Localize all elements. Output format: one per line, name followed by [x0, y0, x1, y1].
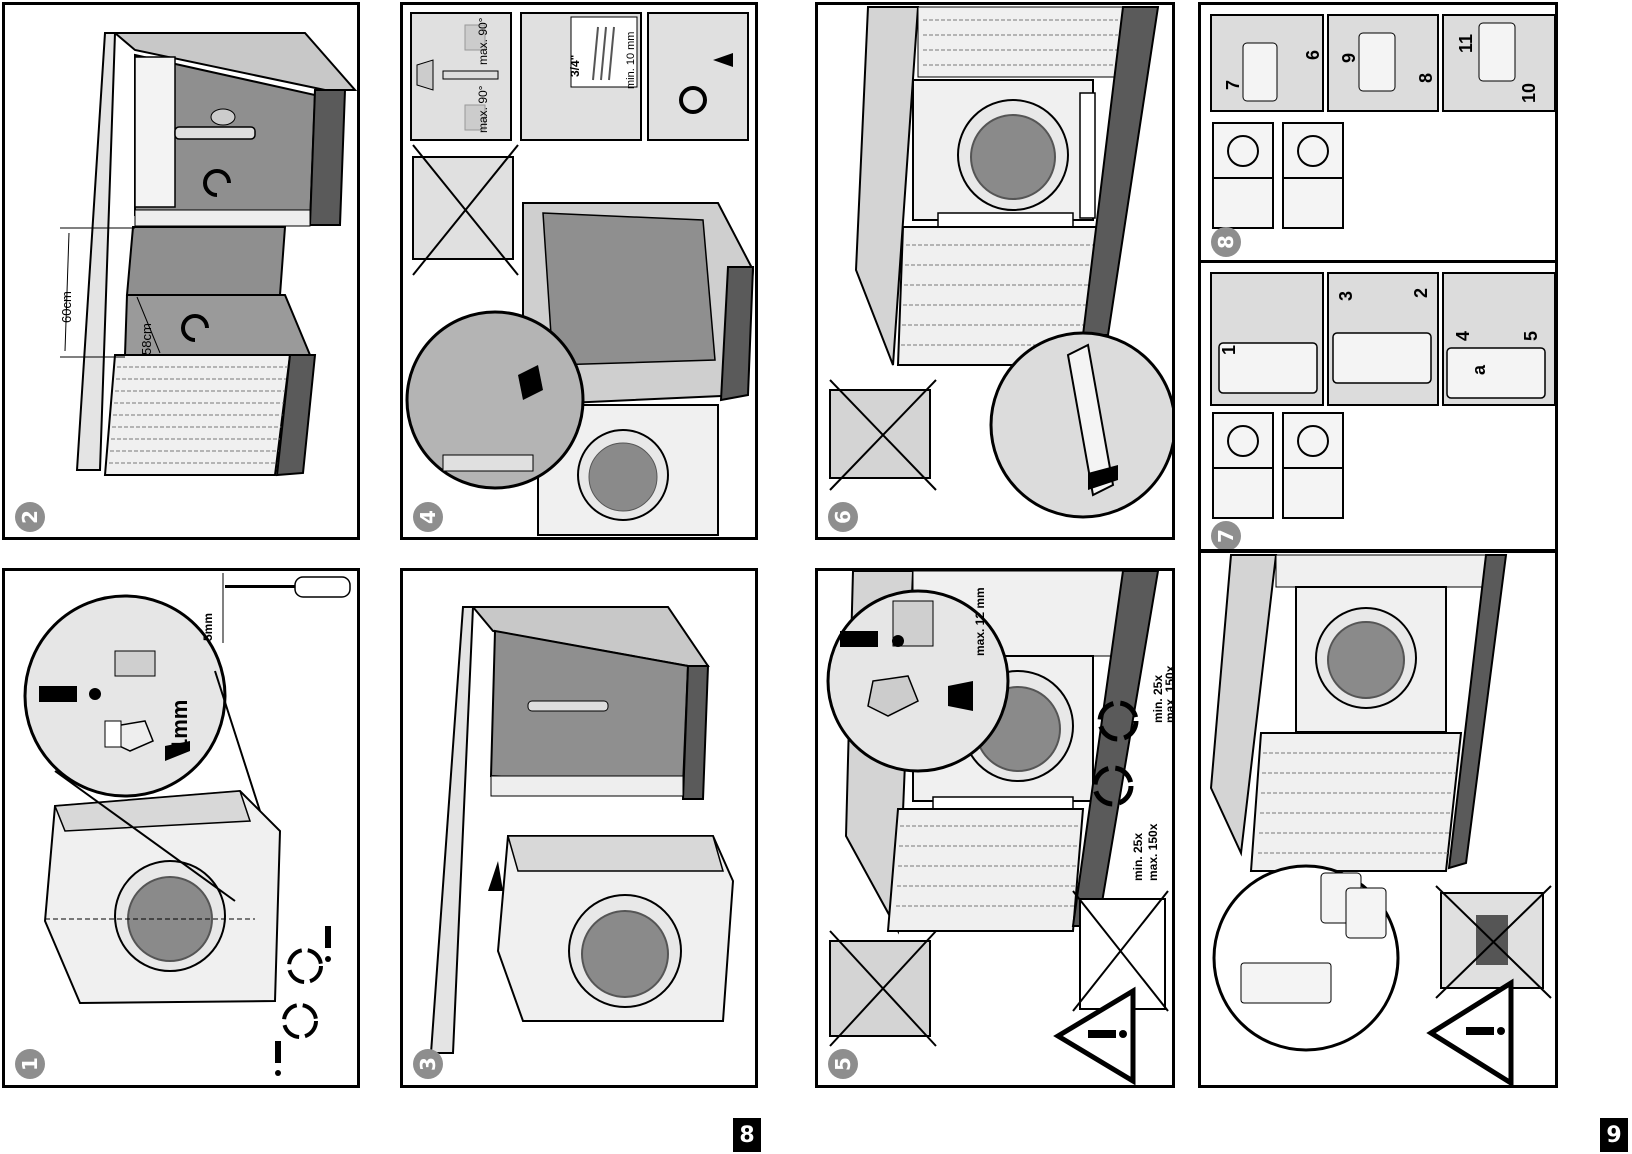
tap-angle-top-label: max. 90°: [476, 18, 490, 65]
door-fitting-illustration: [1201, 553, 1555, 1085]
sublabel-9: 9: [1339, 53, 1360, 63]
dim-60cm-label: 60cm: [59, 291, 74, 323]
dim-58cm-label: 58cm: [139, 323, 154, 355]
push-machine-into-niche-illustration: [403, 571, 755, 1085]
step-badge: 6: [828, 502, 858, 532]
hose-connection-illustration: [403, 5, 755, 537]
step-7-panel: 1 3 2 4 5 a 7: [1198, 260, 1558, 552]
hinge-removal-illustration: [1201, 5, 1555, 261]
step-3-panel: 3: [400, 568, 758, 1088]
step-2-panel: 60cm 58cm 2: [2, 2, 360, 540]
turns-lower-min-label: min. 25x: [1131, 833, 1145, 881]
turns-upper-max-label: max. 150x: [1163, 666, 1175, 723]
step-badge: 2: [15, 502, 45, 532]
thread-size-label: 3/4": [568, 55, 582, 77]
cabinet-niche-illustration: [5, 5, 357, 537]
machine-alignment-illustration: [5, 571, 357, 1085]
sublabel-2: 2: [1411, 288, 1432, 298]
adjust-feet-illustration: [818, 571, 1172, 1085]
step-badge: 4: [413, 502, 443, 532]
step-5-panel: max. 12 mm min. 25x max. 150x min. 25x m…: [815, 568, 1175, 1088]
dim-1mm-label: 1mm: [167, 700, 193, 751]
sublabel-8: 8: [1416, 73, 1437, 83]
step-6-panel: 6: [815, 2, 1175, 540]
step-4-panel: max. 90° max. 90° 3/4" min. 10 mm 4: [400, 2, 758, 540]
dim-5mm-label: 5mm: [201, 613, 215, 641]
step-badge: 8: [1211, 227, 1241, 257]
page-number-9: 9: [1600, 1118, 1628, 1152]
sublabel-10: 10: [1519, 83, 1540, 103]
sublabel-5: 5: [1521, 331, 1542, 341]
step-badge: 7: [1211, 521, 1241, 551]
sublabel-1: 1: [1219, 345, 1240, 355]
thread-length-label: min. 10 mm: [625, 32, 637, 89]
nut-gap-label: max. 12 mm: [973, 587, 987, 656]
sublabel-3: 3: [1336, 291, 1357, 301]
step-1-panel: 5mm 1mm 1: [2, 568, 360, 1088]
step-badge: 3: [413, 1049, 443, 1079]
sublabel-4: 4: [1453, 331, 1474, 341]
tap-angle-bottom-label: max. 90°: [476, 86, 490, 133]
level-and-wrench-illustration: [818, 5, 1172, 537]
page-number-8: 8: [733, 1118, 761, 1152]
sublabel-7: 7: [1223, 80, 1244, 90]
turns-lower-max-label: max. 150x: [1146, 824, 1160, 881]
step-8-panel: 7 6 9 8 11 10 8: [1198, 2, 1558, 264]
step-9-panel: [1198, 550, 1558, 1088]
sublabel-11: 11: [1456, 34, 1477, 53]
hinge-mounting-illustration: [1201, 263, 1555, 549]
step-badge: 5: [828, 1049, 858, 1079]
step-badge: 1: [15, 1049, 45, 1079]
sublabel-6: 6: [1303, 50, 1324, 60]
sublabel-a: a: [1469, 365, 1490, 375]
